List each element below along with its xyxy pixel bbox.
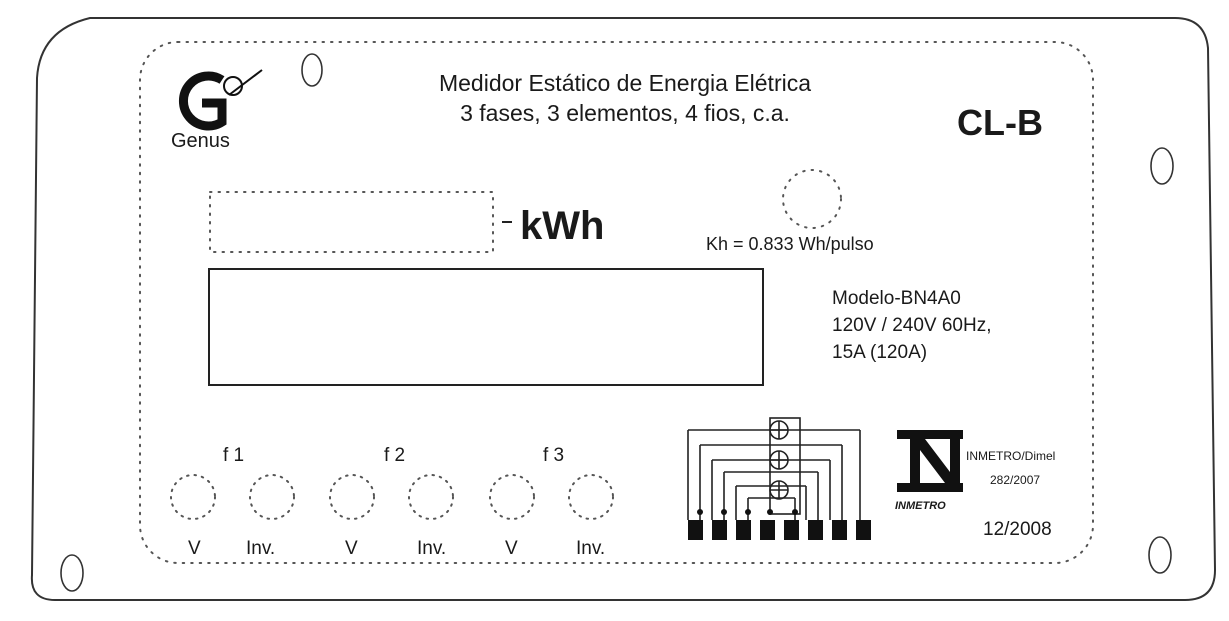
register-window — [209, 191, 494, 253]
terminal-v-2: V — [345, 538, 358, 559]
wiring-diagram — [687, 417, 861, 520]
spec-model: Modelo-BN4A0 — [832, 288, 961, 309]
manufacture-date: 12/2008 — [983, 519, 1052, 540]
mounting-slot-right-bottom — [1148, 536, 1172, 574]
display-window — [208, 268, 764, 386]
pulse-constant: Kh = 0.833 Wh/pulso — [706, 234, 874, 254]
phase-label-2: f 2 — [384, 445, 406, 466]
terminal-inv-1: Inv. — [246, 538, 276, 559]
terminal-blocks — [688, 520, 871, 540]
mounting-slot-right-top — [1150, 147, 1174, 185]
plate-title-line1: Medidor Estático de Energia Elétrica — [438, 70, 812, 96]
spec-voltage: 120V / 240V 60Hz, — [832, 315, 992, 336]
test-port-circles — [170, 474, 614, 520]
pulse-led-circle — [782, 169, 842, 229]
brand-name: Genus — [171, 130, 230, 152]
inmetro-number: 282/2007 — [990, 473, 1041, 487]
terminal-inv-2: Inv. — [417, 538, 447, 559]
terminal-inv-3: Inv. — [576, 538, 606, 559]
genus-logo-icon — [178, 69, 263, 131]
inmetro-logo-icon — [897, 430, 963, 492]
mounting-slot-left-bottom — [60, 554, 84, 592]
inner-dotted-border — [139, 41, 1094, 564]
inmetro-approval: INMETRO/Dimel — [966, 449, 1056, 463]
wiring-dots — [697, 509, 798, 515]
terminal-v-3: V — [505, 538, 518, 559]
outer-plate-outline — [30, 17, 1217, 601]
plate-title-line2: 3 fases, 3 elementos, 4 fios, c.a. — [460, 100, 790, 126]
register-unit: kWh — [520, 204, 605, 248]
terminal-v-1: V — [188, 538, 201, 559]
spec-current: 15A (120A) — [832, 342, 928, 363]
phase-label-1: f 1 — [223, 445, 245, 466]
phase-label-3: f 3 — [543, 445, 565, 466]
inmetro-mark-label: INMETRO — [895, 500, 946, 512]
model-code: CL-B — [957, 102, 1043, 143]
mounting-slot-top — [301, 53, 323, 87]
